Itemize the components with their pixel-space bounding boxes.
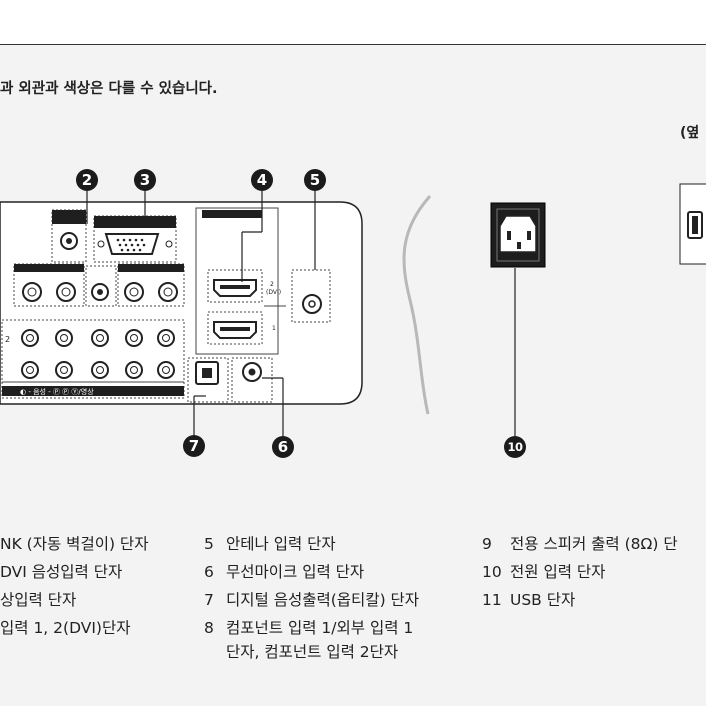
callout-10: 10	[504, 436, 526, 458]
legend-item: 단자, 컴포넌트 입력 2단자	[204, 638, 419, 666]
callout-3: 3	[134, 169, 156, 191]
optical-box	[187, 357, 229, 403]
legend-text: 무선마이크 입력 단자	[226, 563, 365, 581]
header-band	[0, 0, 706, 44]
component-bottom-text: ◐ - 음성 - Ⓟ Ⓟ Ⓨ/영상	[20, 387, 94, 396]
svg-text:2: 2	[270, 281, 274, 288]
legend-num: 10	[482, 563, 502, 581]
legend-text: 컴포넌트 입력 1/외부 입력 1	[226, 619, 414, 637]
svg-text:(DVI): (DVI)	[266, 289, 281, 296]
legend-num: 6	[204, 563, 214, 581]
legend-text: 단자, 컴포넌트 입력 2단자	[226, 643, 399, 661]
component-input-box	[1, 319, 185, 399]
legend-item: 상입력 단자	[0, 591, 77, 609]
legend-text: USB 단자	[510, 591, 576, 609]
legend-num: 8	[204, 619, 214, 637]
exlink-box	[85, 265, 117, 307]
legend-text: 디지털 음성출력(옵티칼) 단자	[226, 591, 420, 609]
hdmi-frame	[195, 207, 279, 355]
rear-panel-diagram: 2 ◐ - 음성 - Ⓟ Ⓟ Ⓨ/영상 2 (DVI) 1	[0, 183, 706, 436]
svg-text:1: 1	[272, 325, 276, 332]
callout-5: 5	[304, 169, 326, 191]
callout-2: 2	[76, 169, 98, 191]
legend-item: 7 디지털 음성출력(옵티칼) 단자	[204, 586, 419, 614]
legend-num: 7	[204, 591, 214, 609]
legend-item: 11 USB 단자	[482, 586, 678, 614]
legend-col-1: NK (자동 벽걸이) 단자 DVI 음성입력 단자 상입력 단자 입력 1, …	[0, 530, 148, 642]
pc-dvi-audio-header	[52, 210, 86, 224]
antenna-box	[291, 269, 331, 323]
legend-item: 8 컴포넌트 입력 1/외부 입력 1	[204, 614, 419, 642]
side-view-label: (옆	[680, 125, 700, 141]
legend-col-3: 9 전용 스피커 출력 (8Ω) 단 10 전원 입력 단자 11 USB 단자	[482, 530, 678, 614]
component-label-bar	[2, 386, 184, 396]
callout-4: 4	[251, 169, 273, 191]
legend-item: 5 안테나 입력 단자	[204, 530, 419, 558]
wireless-mic-box	[231, 357, 273, 403]
legend-clipped-text: 단	[663, 535, 678, 553]
power-inlet-socket	[499, 215, 537, 253]
legend-num: 5	[204, 535, 214, 553]
legend-col-2: 5 안테나 입력 단자 6 무선마이크 입력 단자 7 디지털 음성출력(옵티칼) 단…	[204, 530, 419, 666]
legend-item: 입력 1, 2(DVI)단자	[0, 619, 131, 637]
legend-num: 9	[482, 535, 492, 553]
legend-item: 9 전용 스피커 출력 (8Ω) 단	[482, 530, 678, 558]
hdmi-header	[202, 210, 262, 218]
legend-item: DVI 음성입력 단자	[0, 563, 123, 581]
legend-num: 11	[482, 591, 502, 609]
legend-item: NK (자동 벽걸이) 단자	[0, 535, 149, 553]
separator-curve	[402, 195, 432, 415]
appearance-note: 과 외관과 색상은 다를 수 있습니다.	[0, 81, 218, 97]
svg-text:2: 2	[5, 335, 10, 344]
pc-in-header	[94, 216, 176, 228]
legend-item: 6 무선마이크 입력 단자	[204, 558, 419, 586]
callout-7: 7	[183, 435, 205, 457]
legend-text: 전용 스피커 출력 (8Ω)	[510, 535, 659, 553]
header-rule	[0, 44, 706, 45]
callout-6: 6	[272, 436, 294, 458]
legend-text: 전원 입력 단자	[510, 563, 606, 581]
legend-text: 안테나 입력 단자	[226, 535, 336, 553]
legend-item: 10 전원 입력 단자	[482, 558, 678, 586]
